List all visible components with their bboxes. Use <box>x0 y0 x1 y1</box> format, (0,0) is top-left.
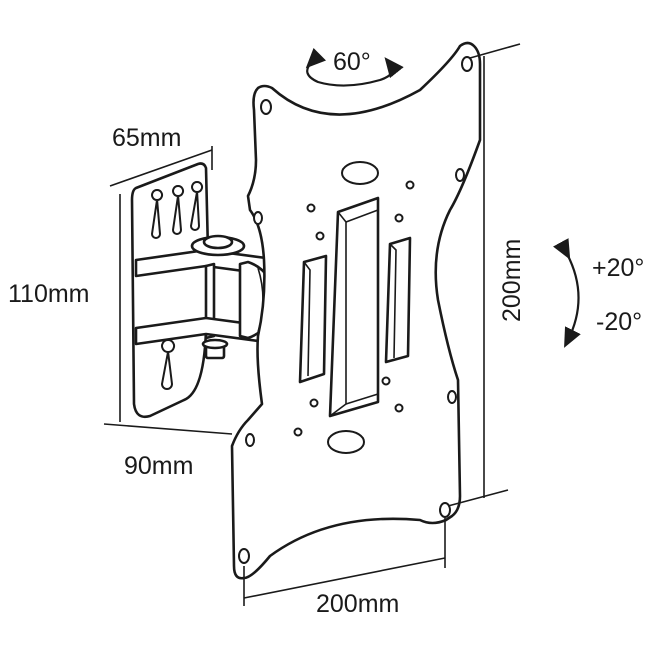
tilt-up-label: +20° <box>592 254 644 282</box>
swivel-angle-label: 60° <box>333 48 371 76</box>
right-slot <box>384 236 412 364</box>
tilt-down-label: -20° <box>596 308 642 336</box>
tilt-arrow <box>553 238 581 348</box>
vesa-secondary-holes <box>245 168 465 447</box>
keyhole-slot-bottom <box>160 339 176 390</box>
swivel-arrow <box>305 47 404 87</box>
plate-width-label: 200mm <box>316 590 399 618</box>
top-oval-slot <box>341 161 379 185</box>
center-slot <box>328 196 380 418</box>
plate-height-label: 200mm <box>498 239 526 322</box>
wall-bracket <box>130 162 268 419</box>
bottom-oval-slot <box>327 430 365 454</box>
wall-bracket-plate <box>130 162 210 419</box>
bracket-depth-label: 65mm <box>112 124 181 152</box>
left-slot <box>298 254 328 384</box>
arm-extension-label: 90mm <box>124 452 193 480</box>
dimension-lines <box>103 43 521 606</box>
vesa-corner-holes <box>238 56 473 564</box>
vesa-plate <box>230 41 482 580</box>
small-holes <box>293 180 415 437</box>
keyhole-slots-top <box>150 181 204 239</box>
bracket-height-label: 110mm <box>8 280 90 308</box>
